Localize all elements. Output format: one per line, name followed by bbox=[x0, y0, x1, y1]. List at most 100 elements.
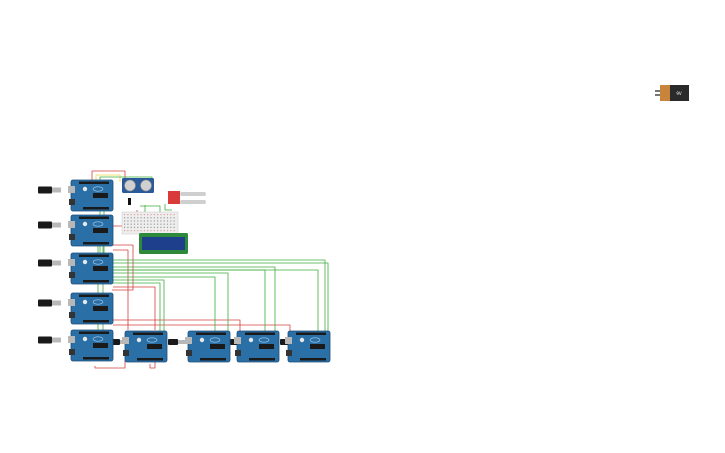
breadboard-hole bbox=[130, 217, 132, 219]
breadboard-hole bbox=[163, 226, 165, 228]
breadboard-hole bbox=[140, 214, 142, 216]
breadboard-hole bbox=[143, 214, 145, 216]
usb-cable[interactable] bbox=[168, 339, 185, 345]
sensor-module bbox=[168, 191, 180, 204]
usb-port bbox=[285, 337, 292, 344]
arduino-board[interactable] bbox=[68, 292, 114, 325]
wire-green bbox=[113, 262, 329, 338]
usb-plug bbox=[38, 336, 52, 344]
usb-port bbox=[185, 337, 192, 344]
ultrasonic-sensor[interactable] bbox=[122, 178, 154, 193]
usb-plug bbox=[38, 299, 52, 307]
breadboard-hole bbox=[124, 223, 126, 225]
soil-moisture-sensor[interactable] bbox=[168, 191, 206, 204]
usb-port bbox=[68, 221, 75, 228]
breadboard-hole bbox=[157, 217, 159, 219]
power-jack bbox=[69, 199, 75, 205]
arduino-board[interactable] bbox=[122, 330, 168, 363]
arduino-board[interactable] bbox=[68, 214, 114, 247]
usb-cable[interactable] bbox=[38, 186, 61, 194]
usb-cable[interactable] bbox=[38, 336, 61, 344]
usb-plug bbox=[38, 221, 52, 229]
breadboard-hole bbox=[127, 223, 129, 225]
arduino-board[interactable] bbox=[68, 179, 114, 212]
arduino-board[interactable] bbox=[234, 330, 280, 363]
arduino-logo bbox=[92, 259, 104, 265]
arduino-logo bbox=[146, 337, 158, 343]
analog-header bbox=[83, 357, 109, 360]
breadboard-hole bbox=[133, 223, 136, 225]
breadboard-hole bbox=[150, 223, 152, 225]
microcontroller-chip bbox=[93, 306, 108, 311]
wire-green bbox=[113, 279, 165, 333]
breadboard-hole bbox=[133, 230, 136, 232]
breadboard-hole bbox=[143, 230, 145, 232]
analog-header bbox=[137, 358, 163, 361]
probe bbox=[180, 192, 206, 196]
breadboard-hole bbox=[150, 226, 152, 228]
power-jack bbox=[69, 312, 75, 318]
usb-connector bbox=[52, 187, 61, 193]
microcontroller-chip bbox=[93, 193, 108, 198]
breadboard-hole bbox=[137, 226, 139, 228]
analog-header bbox=[83, 320, 109, 323]
wire-green bbox=[113, 276, 216, 333]
breadboard-hole bbox=[127, 214, 129, 216]
battery-terminal bbox=[655, 90, 660, 92]
usb-connector bbox=[52, 300, 61, 306]
digital-header bbox=[196, 332, 226, 335]
breadboard-hole bbox=[127, 226, 129, 228]
battery-9v[interactable]: 9V bbox=[655, 85, 689, 101]
usb-port bbox=[68, 336, 75, 343]
wire-green bbox=[113, 269, 319, 338]
breadboard-body bbox=[121, 211, 179, 235]
lcd-display[interactable] bbox=[139, 233, 188, 254]
wire-green bbox=[113, 259, 326, 336]
breadboard-hole bbox=[163, 220, 165, 222]
mini-breadboard[interactable] bbox=[121, 198, 179, 235]
breadboard-hole bbox=[147, 214, 149, 216]
breadboard-hole bbox=[133, 220, 136, 222]
usb-cable[interactable] bbox=[38, 259, 61, 267]
analog-header bbox=[200, 358, 226, 361]
digital-header bbox=[79, 216, 109, 219]
components-layer bbox=[121, 178, 206, 254]
analog-header bbox=[83, 280, 109, 283]
breadboard-hole bbox=[153, 214, 155, 216]
wire-green bbox=[113, 266, 276, 334]
wire-green bbox=[113, 272, 229, 333]
usb-plug bbox=[38, 259, 52, 267]
usb-port bbox=[68, 259, 75, 266]
battery-body bbox=[670, 85, 689, 101]
arduino-logo bbox=[309, 337, 321, 343]
lcd-screen bbox=[142, 237, 185, 250]
usb-cable[interactable] bbox=[38, 221, 61, 229]
breadboard-hole bbox=[160, 214, 162, 216]
power-jack bbox=[123, 350, 129, 356]
breadboard-hole bbox=[157, 223, 159, 225]
arduino-board[interactable] bbox=[285, 330, 331, 363]
breadboard-hole bbox=[140, 230, 142, 232]
breadboard-hole bbox=[137, 223, 139, 225]
arduino-logo bbox=[209, 337, 221, 343]
breadboard-hole bbox=[137, 220, 139, 222]
usb-connector bbox=[52, 337, 61, 343]
breadboard-hole bbox=[127, 230, 129, 232]
arduino-board[interactable] bbox=[68, 329, 114, 362]
breadboard-hole bbox=[170, 226, 172, 228]
arduino-board[interactable] bbox=[185, 330, 231, 363]
wire-green bbox=[164, 204, 172, 211]
usb-plug bbox=[38, 186, 52, 194]
wire-yellow bbox=[95, 174, 121, 182]
usb-cable[interactable] bbox=[38, 299, 61, 307]
breadboard-hole bbox=[153, 217, 155, 219]
breadboard-hole bbox=[147, 230, 149, 232]
wire-red bbox=[113, 286, 156, 330]
arduino-board[interactable] bbox=[68, 252, 114, 285]
breadboard-hole bbox=[133, 226, 136, 228]
breadboard-hole bbox=[170, 230, 172, 232]
usb-port bbox=[68, 186, 75, 193]
microcontroller-chip bbox=[93, 266, 108, 271]
usb-connector bbox=[178, 340, 185, 344]
